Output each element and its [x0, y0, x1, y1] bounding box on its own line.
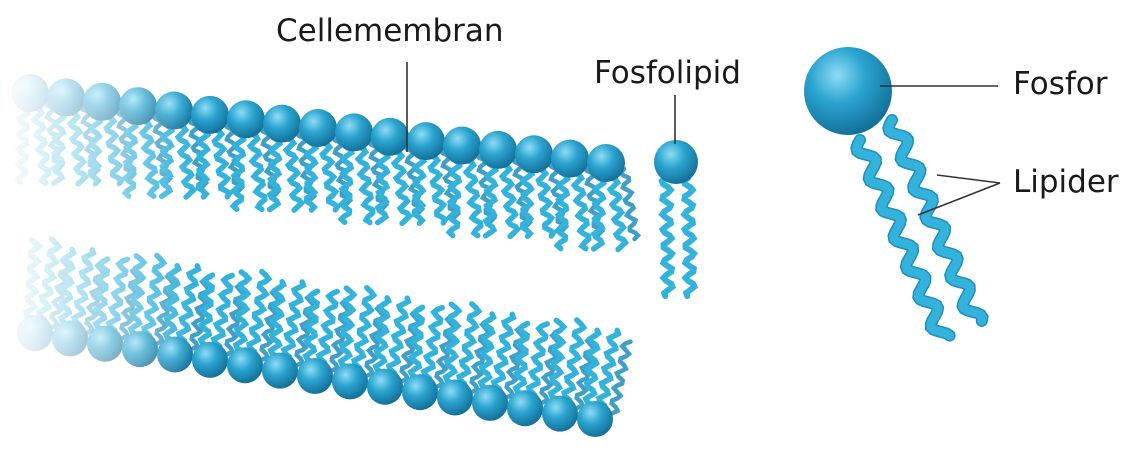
leader-lipid-upper: [937, 175, 1000, 183]
big-head: [804, 47, 892, 135]
label-phospholipid: Fosfolipid: [594, 58, 741, 89]
label-phosphorus-head: Fosfor: [1013, 69, 1107, 100]
phospholipid-closeup: [804, 47, 982, 336]
single-head: [654, 140, 698, 184]
label-lipid-tails: Lipider: [1013, 167, 1119, 198]
label-cell-membrane: Cellemembran: [276, 16, 504, 47]
